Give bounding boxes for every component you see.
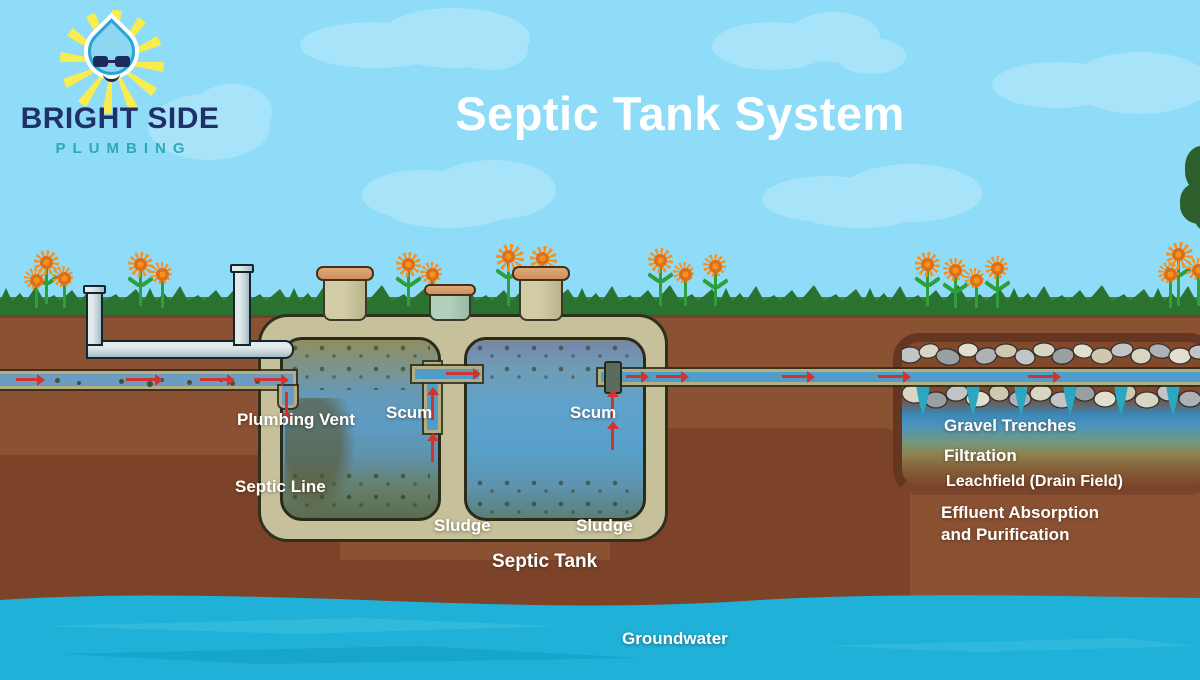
riser-cap xyxy=(316,266,374,281)
inlet-elbow xyxy=(279,386,297,408)
label-effluent-absorption: Effluent Absorption xyxy=(941,503,1100,522)
label-sludge-right: Sludge xyxy=(576,516,633,535)
brand-name: BRIGHT SIDE xyxy=(20,102,220,135)
page-title: Septic Tank System xyxy=(455,87,905,140)
riser-cap xyxy=(424,284,476,296)
sludge-particles xyxy=(475,478,635,515)
label-scum-right: Scum xyxy=(570,403,617,422)
gravel-rocks xyxy=(902,342,1200,415)
label-septic-line: Septic Line xyxy=(235,477,326,496)
label-leachfield: Leachfield (Drain Field) xyxy=(946,473,1123,490)
grass xyxy=(0,285,1200,315)
label-gravel-trenches: Gravel Trenches xyxy=(944,416,1077,435)
groundwater xyxy=(0,595,1200,680)
inflow-plume xyxy=(285,398,355,513)
label-filtration: Filtration xyxy=(944,446,1017,465)
drip-icon xyxy=(916,380,1180,415)
label-scum-left: Scum xyxy=(386,403,433,422)
label-and-purification: and Purification xyxy=(941,525,1070,544)
label-plumbing-vent: Plumbing Vent xyxy=(237,410,356,429)
riser-cap xyxy=(512,266,570,281)
label-groundwater: Groundwater xyxy=(622,629,728,648)
brand-tagline: PLUMBING xyxy=(55,140,192,157)
label-sludge-left: Sludge xyxy=(434,516,491,535)
smile-icon xyxy=(103,73,120,82)
label-septic-tank: Septic Tank xyxy=(492,551,598,572)
brand-logo: BRIGHT SIDE PLUMBING xyxy=(10,6,230,171)
scum-particles xyxy=(290,343,431,390)
